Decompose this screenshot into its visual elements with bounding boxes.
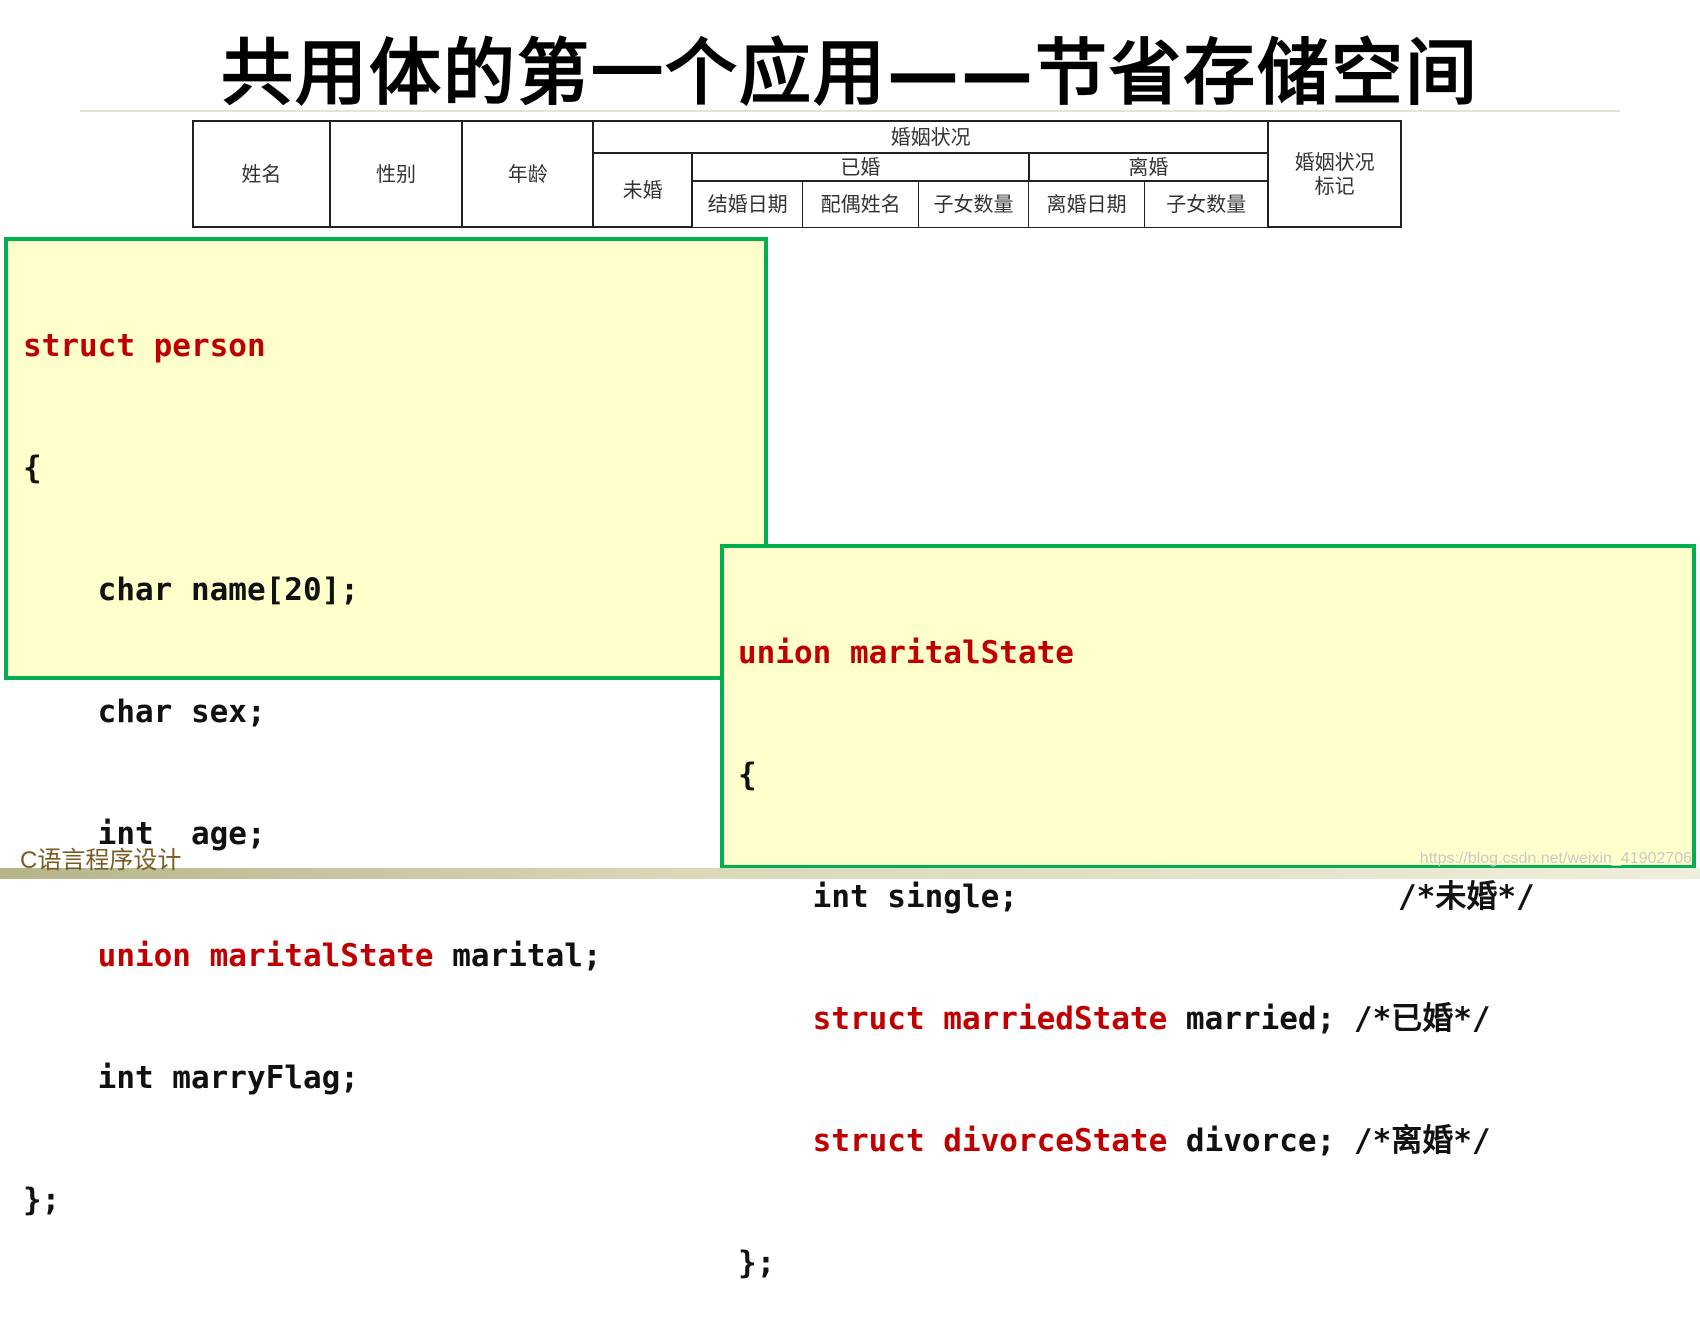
code-text: divorce;	[1167, 1123, 1354, 1159]
header-children-count-divorced: 子女数量	[1143, 180, 1269, 228]
header-gender: 性别	[328, 120, 464, 228]
code-line: char sex;	[23, 694, 266, 730]
code-comment: /*已婚*/	[1353, 1001, 1491, 1037]
code-block-struct-person: struct person { char name[20]; char sex;…	[4, 237, 768, 1218]
code-block-union-marital-state: union maritalState { int single; /*未婚*/ s…	[720, 544, 1696, 1281]
code-text: married;	[1167, 1001, 1354, 1037]
code-line: struct person	[23, 321, 764, 371]
header-age: 年龄	[461, 120, 595, 228]
code-text: int single;	[738, 879, 1018, 915]
code-line: {	[23, 450, 42, 486]
code-text: marital;	[433, 938, 602, 974]
code-keyword: struct divorceState	[812, 1123, 1168, 1159]
watermark: https://blog.csdn.net/weixin_41902706	[1419, 850, 1692, 867]
header-divorce-date: 离婚日期	[1028, 180, 1145, 228]
code-line: int single; /*未婚*/	[738, 872, 1692, 922]
header-marital-status: 婚姻状况	[592, 120, 1270, 154]
header-spouse-name: 配偶姓名	[802, 180, 920, 228]
code-line: int marryFlag;	[23, 1060, 359, 1096]
header-married: 已婚	[691, 152, 1030, 182]
header-single: 未婚	[592, 152, 694, 228]
code-line: struct divorceState divorce; /*离婚*/	[738, 1116, 1692, 1166]
code-line: {	[738, 757, 757, 793]
code-indent	[23, 938, 98, 974]
code-line: };	[23, 1182, 61, 1218]
code-keyword: union maritalState	[97, 938, 434, 974]
code-indent	[738, 1001, 813, 1037]
footer-course-label: C语言程序设计	[20, 847, 182, 874]
code-keyword: union maritalState	[738, 635, 1074, 671]
code-line: int age;	[23, 816, 266, 852]
header-marital-flag: 婚姻状况 标记	[1267, 120, 1402, 228]
code-line: union maritalState	[738, 628, 1692, 678]
code-comment: /*离婚*/	[1353, 1123, 1491, 1159]
code-comment: /*未婚*/	[1398, 879, 1535, 915]
code-line: };	[738, 1245, 776, 1281]
code-line: struct marriedState married; /*已婚*/	[738, 994, 1692, 1044]
code-keyword: struct person	[23, 328, 266, 364]
slide-title: 共用体的第一个应用——节省存储空间	[220, 31, 1479, 115]
code-line: char name[20];	[23, 572, 359, 608]
header-marriage-date: 结婚日期	[691, 180, 804, 228]
marital-status-table: 姓名 性别 年龄 婚姻状况 婚姻状况 标记 未婚 已婚 离婚 结婚日期 配偶姓名…	[192, 120, 1402, 228]
marital-flag-line1: 婚姻状况	[1294, 150, 1375, 174]
header-name: 姓名	[192, 120, 331, 228]
header-children-count-married: 子女数量	[918, 180, 1030, 228]
code-indent	[738, 1123, 813, 1159]
footer-bar	[0, 868, 1700, 879]
code-keyword: struct marriedState	[812, 1001, 1168, 1037]
title-divider	[80, 110, 1620, 112]
code-line: union maritalState marital;	[23, 931, 764, 981]
marital-flag-line2: 标记	[1314, 174, 1355, 198]
header-divorced: 离婚	[1027, 152, 1270, 182]
